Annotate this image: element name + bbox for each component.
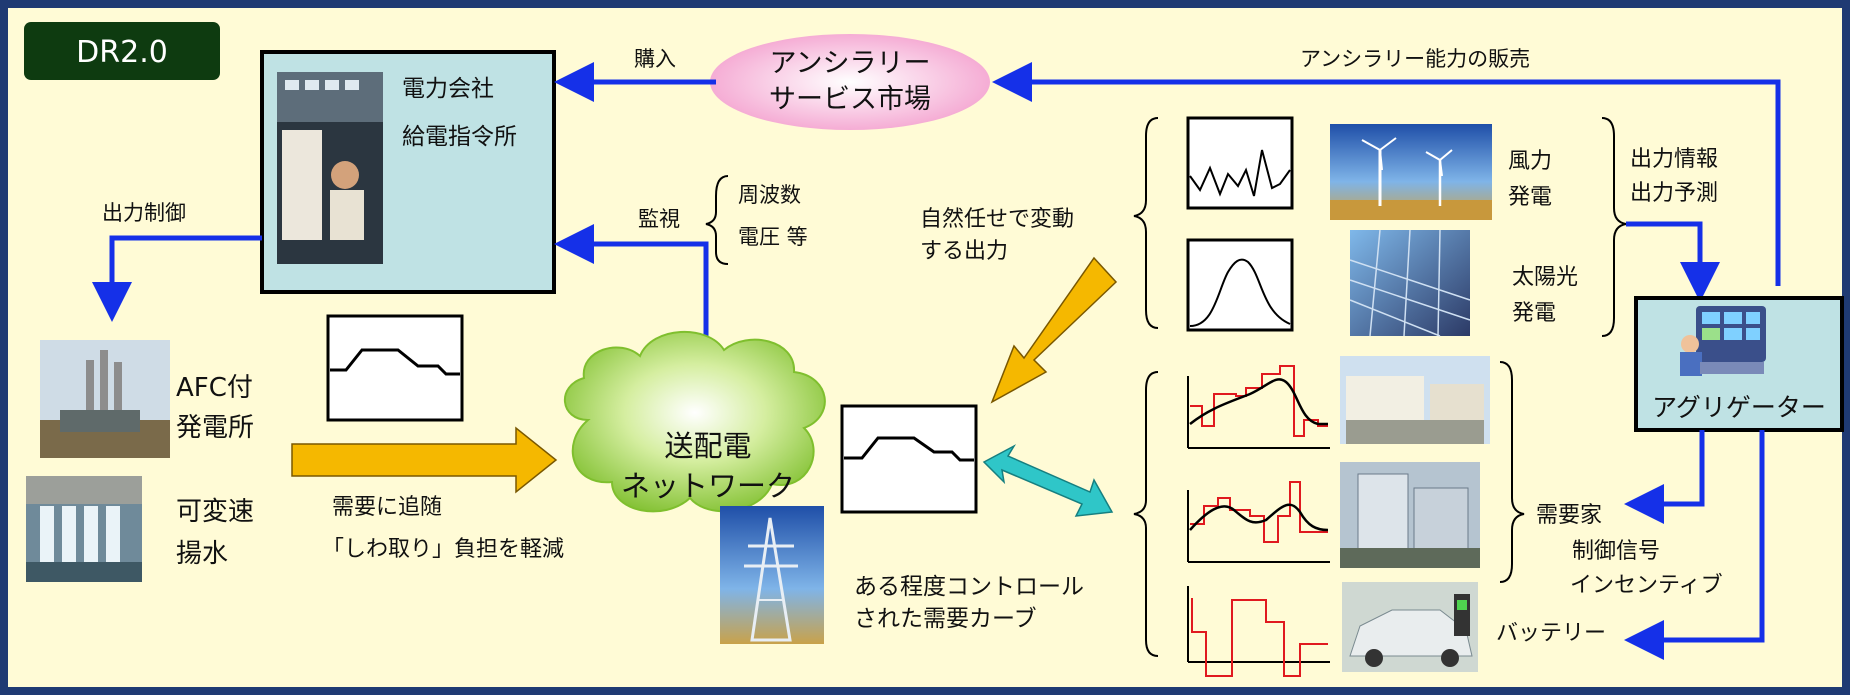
natural-output-arrow (990, 256, 1118, 404)
grid-line1: 送配電 (664, 429, 751, 463)
output-control-label: 出力制御 (102, 201, 186, 225)
forecast-line1: 出力情報 (1630, 147, 1718, 172)
output-control-arrow (92, 235, 262, 322)
demand-curve-center (844, 436, 974, 462)
aggregator-label: アグリゲーター (1652, 393, 1826, 422)
control-signal-line1: 制御信号 (1572, 539, 1660, 564)
badge-text: DR2.0 (76, 35, 168, 70)
ancillary-sale-label: アンシラリー能力の販売 (1300, 47, 1530, 71)
demand-follow-line2: 「しわ取り」負担を軽減 (322, 537, 564, 562)
battery-arrow (1624, 430, 1765, 660)
renewables-brace (1133, 117, 1159, 329)
pumped-hydro-line1: 可変速 (176, 497, 254, 527)
demand-exchange-arrow (982, 444, 1114, 517)
monitoring-label: 監視 (638, 207, 680, 231)
consumer-brace-left (1133, 371, 1159, 657)
grid-line2: ネットワーク (621, 469, 795, 503)
wind-line1: 風力 (1508, 149, 1552, 174)
purchase-label: 購入 (634, 47, 676, 71)
solar-output-line (1189, 258, 1291, 327)
consumer-arrow (1624, 430, 1705, 524)
control-signal-line2: インセンティブ (1570, 573, 1723, 598)
demand-follow-arrow (291, 426, 558, 494)
battery-label: バッテリー (1496, 621, 1606, 646)
utility-name: 電力会社 (402, 76, 494, 102)
wind-output-line (1189, 149, 1291, 197)
consumer-chart-2 (1187, 481, 1330, 563)
afc-plant-line1: AFC付 (176, 373, 253, 403)
market-line2: サービス市場 (769, 84, 931, 115)
solar-line1: 太陽光 (1512, 265, 1578, 290)
market-line1: アンシラリー (770, 48, 931, 79)
ancillary-market (710, 34, 990, 130)
monitoring-brace (705, 175, 729, 265)
dr20-badge (24, 22, 220, 80)
solar-output-chart (1186, 238, 1294, 332)
solar-line2: 発電 (1512, 301, 1556, 326)
natural-output-line1: 自然任せで変動 (920, 207, 1074, 232)
demand-curve-left (330, 348, 460, 376)
forecast-arrow (1626, 221, 1720, 302)
consumer-label: 需要家 (1536, 503, 1602, 528)
solar-panel-icon (1349, 229, 1471, 337)
demand-curve-box-center (840, 404, 978, 514)
wind-line2: 発電 (1508, 185, 1552, 210)
cooling-tower-icon (1340, 356, 1490, 444)
monitoring-frequency: 周波数 (738, 183, 801, 207)
natural-output-line2: する出力 (920, 239, 1008, 264)
ancillary-sale-arrow (992, 62, 1781, 286)
controlled-demand-line1: ある程度コントロール (854, 574, 1084, 600)
afc-plant-line2: 発電所 (176, 413, 254, 443)
grid-cloud (564, 330, 826, 513)
dispatch-center-name: 給電指令所 (402, 124, 517, 150)
demand-follow-line1: 需要に追随 (332, 495, 442, 520)
consumer-chart-3 (1187, 586, 1330, 677)
wind-output-chart (1186, 116, 1294, 210)
dam-icon (26, 476, 142, 582)
forecast-line2: 出力予測 (1630, 181, 1718, 206)
electric-vehicle-icon (1342, 582, 1478, 672)
pumped-hydro-line2: 揚水 (176, 539, 228, 569)
monitoring-voltage: 電圧 等 (738, 225, 808, 249)
office-building-icon (1340, 462, 1480, 568)
consumer-chart-1 (1187, 365, 1330, 449)
control-room-photo (277, 72, 383, 264)
operator-console-icon (1680, 306, 1766, 376)
consumer-brace-right (1499, 361, 1525, 583)
transmission-tower-icon (720, 506, 824, 644)
smokestack-icon (40, 340, 170, 458)
controlled-demand-line2: された需要カーブ (854, 606, 1037, 632)
wind-turbine-icon (1330, 124, 1492, 220)
